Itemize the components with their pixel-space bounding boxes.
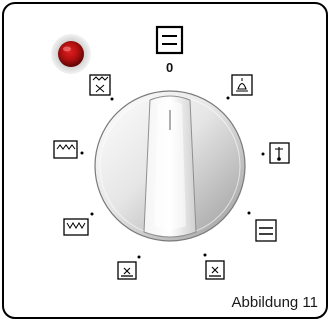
off-symbol-icon — [155, 25, 184, 55]
bottom-heat-icon — [63, 218, 89, 236]
selector-knob[interactable] — [94, 90, 246, 242]
fan-assisted-icon — [117, 261, 137, 280]
indicator-lamp — [51, 34, 91, 74]
grill-fan-icon — [89, 74, 111, 96]
figure-caption: Abbildung 11 — [231, 294, 318, 311]
off-position-label: 0 — [166, 60, 174, 75]
top-bottom-heat-icon — [255, 219, 277, 242]
fan-bottom-heat-icon — [205, 260, 225, 280]
oven-light-icon — [231, 74, 253, 96]
grill-icon — [53, 140, 78, 159]
defrost-icon — [269, 142, 290, 164]
